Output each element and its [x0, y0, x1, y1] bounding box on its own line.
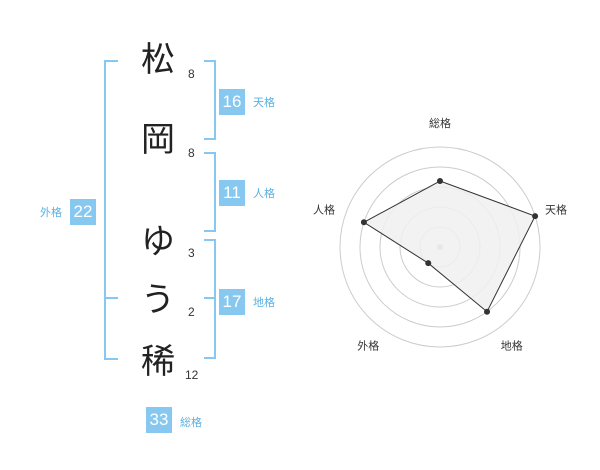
- name-char-1: 松: [141, 40, 175, 80]
- chikaku-badge: 17: [219, 289, 245, 315]
- radar-point-1: [437, 178, 443, 184]
- radar-ring-5: [339, 146, 541, 348]
- radar-axis-label-5: 人格: [313, 202, 335, 216]
- radar-data-area: [362, 180, 536, 313]
- tenkaku-bracket: [204, 60, 216, 140]
- gaikaku-bracket: [104, 60, 118, 360]
- radar-point-5: [360, 219, 367, 226]
- radar-points: [360, 178, 539, 315]
- stroke-count-3: 3: [188, 246, 195, 260]
- name-char-5: 稀: [141, 342, 175, 382]
- radar-point-2: [532, 213, 539, 220]
- radar-axis-label-1: 総格: [429, 116, 451, 130]
- radar-axis-label-3: 地格: [501, 339, 523, 353]
- chikaku-bracket: [204, 239, 216, 359]
- gaikaku-split-tick: [104, 297, 118, 299]
- stroke-count-5: 12: [185, 368, 199, 382]
- gaikaku-label: 外格: [40, 206, 62, 219]
- tenkaku-label: 天格: [253, 96, 275, 109]
- name-char-3: ゆ: [141, 222, 175, 262]
- name-char-2: 岡: [141, 120, 175, 160]
- soukaku-label: 総格: [180, 416, 202, 429]
- tenkaku-badge: 16: [219, 89, 245, 115]
- stroke-count-2: 8: [188, 146, 195, 160]
- jinkaku-bracket: [204, 152, 216, 232]
- radar-axis-label-4: 外格: [357, 339, 379, 353]
- jinkaku-badge: 11: [219, 180, 245, 206]
- jinkaku-label: 人格: [253, 187, 275, 200]
- soukaku-badge: 33: [146, 407, 172, 433]
- chikaku-split-tick: [204, 297, 216, 299]
- stroke-count-1: 8: [188, 67, 195, 81]
- name-char-4: う: [141, 280, 175, 320]
- stroke-count-4: 2: [188, 305, 195, 319]
- radar-point-4: [425, 260, 432, 267]
- chikaku-label: 地格: [253, 296, 275, 309]
- radar-axis-label-2: 天格: [545, 202, 567, 216]
- gaikaku-badge: 22: [70, 199, 96, 225]
- radar-point-3: [484, 308, 491, 315]
